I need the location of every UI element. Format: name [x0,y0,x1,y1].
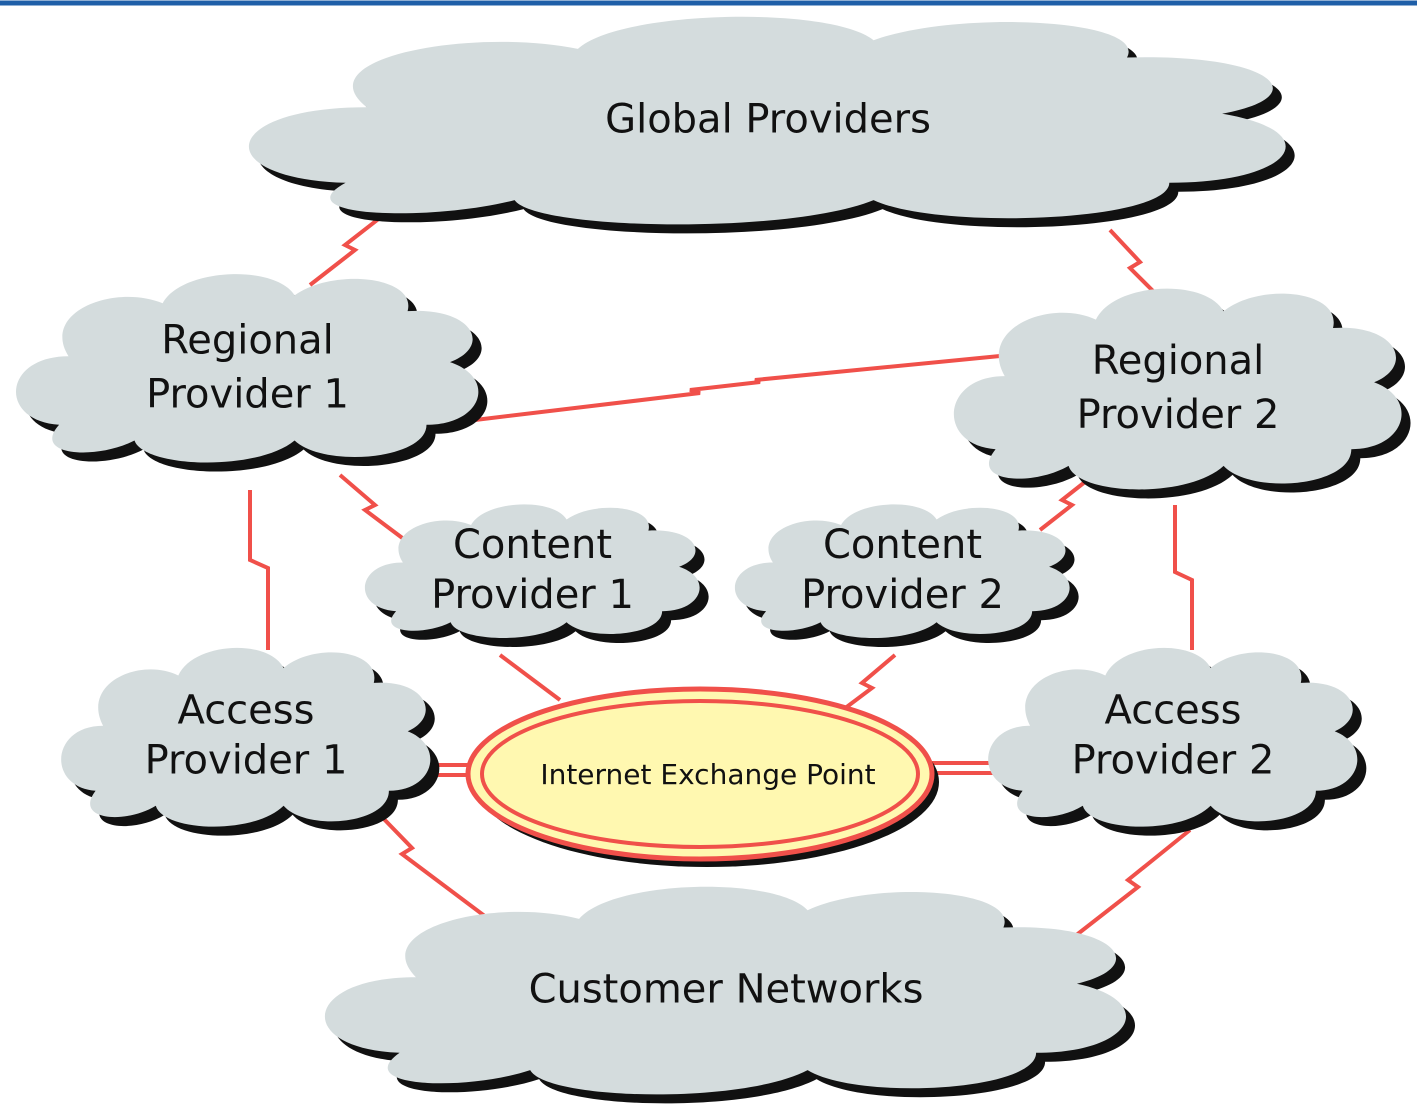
link-global-regional2 [1108,228,1164,302]
link-regional2-access2 [1173,505,1194,650]
cloud-global: Global Providers [248,16,1295,234]
ixp-inner-ring [480,699,920,849]
cloud-content1-label-line-2: Provider 1 [431,572,634,618]
internet-exchange-point: Internet Exchange Point [465,686,939,867]
link-regional1-access1 [248,490,270,650]
cloud-access2-body [988,647,1358,827]
cloud-access1-label-line-1: Access [178,687,315,733]
cloud-regional2-label-line-1: Regional [1092,338,1265,384]
ixp-outer-ring [465,686,935,862]
cloud-content2-body [734,504,1070,638]
link-global-regional1 [308,208,392,287]
ixp-layer: Internet Exchange Point [465,686,939,867]
ixp-label: Internet Exchange Point [540,758,875,791]
link-access2-customers [1068,828,1192,942]
cloud-access1-body [61,647,431,827]
cloud-regional2-body [953,288,1402,490]
cloud-regional2-label-line-2: Provider 2 [1077,392,1280,438]
cloud-customers-body [324,886,1127,1095]
cloud-regional1-body [15,274,479,463]
cloud-customers: Customer Networks [324,886,1136,1104]
cloud-content1-label-line-1: Content [453,522,612,568]
link-regional1-regional2 [474,354,1001,422]
cloud-access1-label-line-2: Provider 1 [145,737,348,783]
cloud-regional1-label-line-2: Provider 1 [146,371,349,417]
cloud-regional1-label-line-1: Regional [161,317,334,363]
cloud-global-body [248,16,1286,225]
link-content2-ixp [838,653,897,714]
link-content1-ixp [498,653,562,702]
cloud-access2-label-line-2: Provider 2 [1072,737,1275,783]
cloud-global-label-line-1: Global Providers [605,96,931,142]
cloud-access2-label-line-1: Access [1105,687,1242,733]
cloud-content1-body [364,504,700,638]
link-regional2-content2 [1038,476,1092,532]
cloud-content2-label-line-2: Provider 2 [801,572,1004,618]
link-access1-customers [378,813,492,922]
cloud-content2-label-line-1: Content [823,522,982,568]
link-regional1-content1 [338,473,407,542]
cloud-customers-label-line-1: Customer Networks [529,966,924,1012]
